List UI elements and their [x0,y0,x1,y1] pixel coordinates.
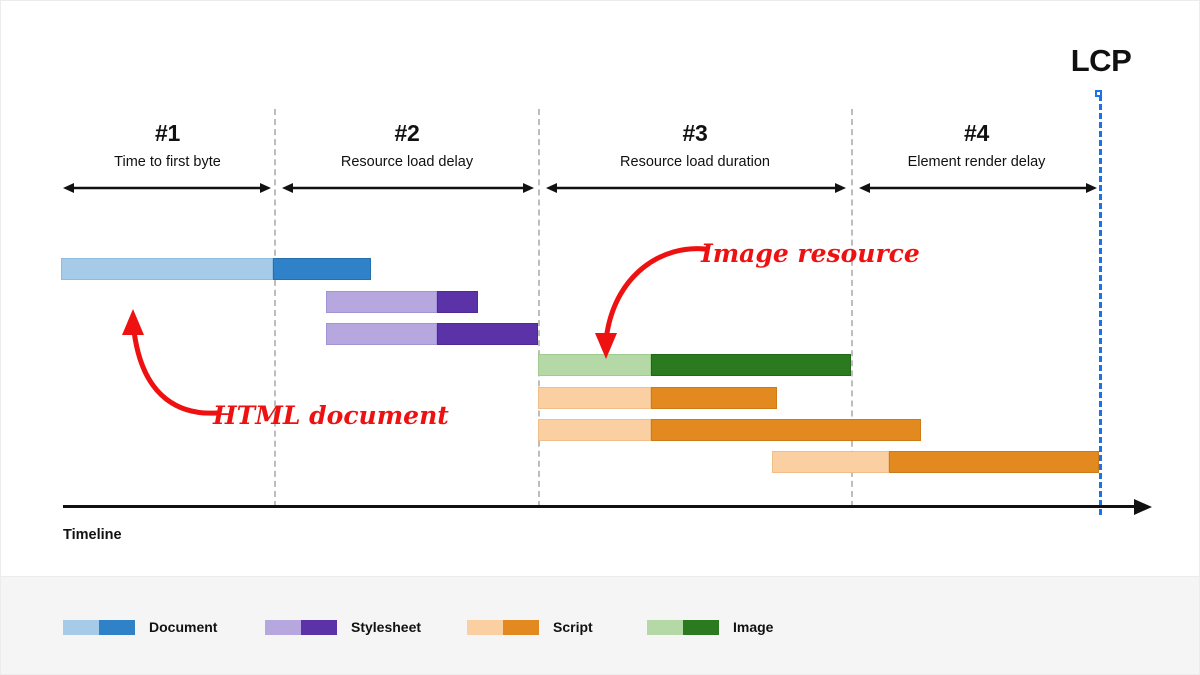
phase-3-arrow-icon [546,182,846,194]
legend-swatch-image-dark [683,619,719,635]
phase-3-number: #3 [682,120,708,146]
image-bar-transfer-segment [651,354,851,376]
lcp-marker-icon [1095,90,1102,97]
stylesheet-bar-1-wait-segment [326,291,437,313]
legend-label-image: Image [733,619,774,635]
timeline-axis-label: Timeline [63,527,122,543]
stylesheet-bar-1 [326,291,478,313]
phase-divider-2 [538,109,540,507]
stylesheet-bar-1-transfer-segment [437,291,478,313]
legend-swatch-script [467,619,539,635]
phase-4-name: Element render delay [907,154,1046,170]
legend-item-document: Document [63,619,217,635]
script-bar-1 [538,387,777,409]
html-document-arrow-icon [113,291,223,431]
document-bar-transfer-segment [273,258,371,280]
timeline-axis-arrow-icon [1134,499,1152,520]
html-document-annotation-label: HTML document [213,401,449,430]
legend-swatch-document [63,619,135,635]
legend: Document Stylesheet Script Image [1,576,1199,674]
phase-2-number: #2 [394,120,420,146]
phase-3: #3 Resource load duration [542,119,848,173]
stylesheet-bar-2-transfer-segment [437,323,538,345]
script-bar-2-wait-segment [538,419,651,441]
script-bar-1-wait-segment [538,387,651,409]
image-resource-arrow-icon [593,237,713,370]
legend-swatch-document-dark [99,619,135,635]
script-bar-1-transfer-segment [651,387,777,409]
legend-label-stylesheet: Stylesheet [351,619,422,635]
legend-item-stylesheet: Stylesheet [265,619,421,635]
phase-1-arrow-icon [63,182,271,194]
script-bar-3-wait-segment [772,451,889,473]
phase-4: #4 Element render delay [855,119,1098,173]
document-bar-wait-segment [61,258,273,280]
phase-2-name: Resource load delay [340,154,474,170]
phase-3-name: Resource load duration [620,154,770,170]
script-bar-2-transfer-segment [651,419,921,441]
image-resource-annotation-label: Image resource [701,239,920,268]
phase-1-number: #1 [155,120,180,146]
legend-item-image: Image [647,619,773,635]
phase-2-arrow-icon [282,182,534,194]
lcp-dashed-line [1099,95,1102,515]
script-bar-3-transfer-segment [889,451,1099,473]
legend-swatch-script-light [467,619,503,635]
phase-divider-3 [851,109,853,507]
legend-swatch-image [647,619,719,635]
timeline-axis [63,505,1138,508]
phase-4-arrow-icon [859,182,1097,194]
legend-swatch-stylesheet [265,619,337,635]
legend-swatch-document-light [63,619,99,635]
legend-swatch-stylesheet-light [265,619,301,635]
stylesheet-bar-2-wait-segment [326,323,437,345]
legend-swatch-stylesheet-dark [301,619,337,635]
image-bar-wait-segment [538,354,651,376]
legend-label-script: Script [553,619,593,635]
phase-4-number: #4 [964,120,989,146]
legend-item-script: Script [467,619,593,635]
phase-1-name: Time to first byte [114,154,221,170]
legend-swatch-image-light [647,619,683,635]
phase-2: #2 Resource load delay [278,119,536,173]
stylesheet-bar-2 [326,323,538,345]
document-bar [61,258,371,280]
plot-area: LCP #1 Time to first byte #2 Resource lo… [1,1,1199,576]
script-bar-2 [538,419,921,441]
phase-divider-1 [274,109,276,507]
legend-swatch-script-dark [503,619,539,635]
image-bar [538,354,851,376]
script-bar-3 [772,451,1099,473]
lcp-label: LCP [1070,43,1132,78]
legend-label-document: Document [149,619,218,635]
phase-1: #1 Time to first byte [61,119,274,173]
